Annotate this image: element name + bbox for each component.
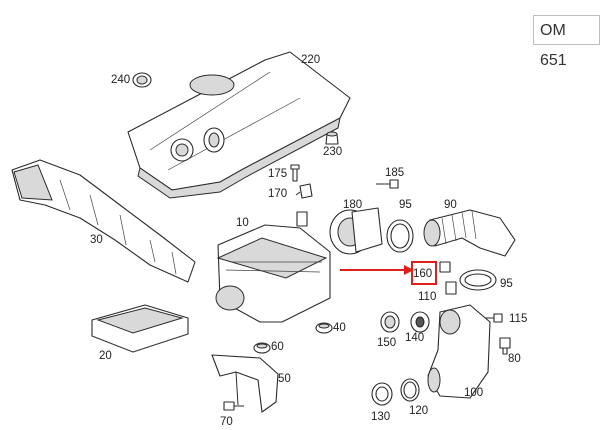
callout-40: 40 <box>333 322 346 334</box>
callout-95-lower: 95 <box>500 278 513 290</box>
callout-10: 10 <box>236 217 249 229</box>
grommet-60-part[interactable] <box>253 342 271 354</box>
bolt-70-part[interactable] <box>223 401 244 411</box>
bolt-80-part[interactable] <box>499 337 511 355</box>
screw-175-part[interactable] <box>290 164 300 182</box>
air-filter-housing-part[interactable] <box>215 211 331 323</box>
callout-100: 100 <box>464 387 483 399</box>
grommet-part[interactable] <box>325 131 339 145</box>
callout-60: 60 <box>271 341 284 353</box>
highlight-box <box>411 261 437 285</box>
screw-185-part[interactable] <box>376 179 399 189</box>
callout-130: 130 <box>371 411 390 423</box>
callout-160: 160 <box>413 268 432 280</box>
engine-cover-part[interactable] <box>127 51 351 199</box>
filter-element-part[interactable] <box>91 304 189 353</box>
callout-95-upper: 95 <box>399 199 412 211</box>
callout-30: 30 <box>90 234 103 246</box>
seal-150-part[interactable] <box>380 311 400 333</box>
callout-115: 115 <box>509 313 527 325</box>
callout-110: 110 <box>418 291 436 303</box>
emblem-part[interactable] <box>132 72 152 88</box>
pointer-arrow <box>340 265 414 275</box>
callout-240: 240 <box>111 74 130 86</box>
callout-220: 220 <box>301 54 320 66</box>
callout-80: 80 <box>508 353 521 365</box>
ring-140-part[interactable] <box>410 311 430 333</box>
hose-clamp-lower-part[interactable] <box>459 269 497 291</box>
sleeve-130-part[interactable] <box>371 382 393 406</box>
connector-160-part[interactable] <box>439 261 451 273</box>
callout-185: 185 <box>385 167 404 179</box>
callout-175: 175 <box>268 168 287 180</box>
charge-pipe-part[interactable] <box>427 304 491 399</box>
bracket-50-part[interactable] <box>211 354 279 413</box>
air-mass-sensor-part[interactable] <box>329 207 383 255</box>
callout-20: 20 <box>99 350 112 362</box>
callout-90: 90 <box>444 199 457 211</box>
grommet-40-part[interactable] <box>315 322 333 334</box>
callout-140: 140 <box>405 332 424 344</box>
callout-50: 50 <box>278 373 291 385</box>
callout-180: 180 <box>343 199 362 211</box>
callout-120: 120 <box>409 405 428 417</box>
clip-170-part[interactable] <box>295 183 313 199</box>
callout-230: 230 <box>323 146 342 158</box>
clamp-120-part[interactable] <box>400 378 420 402</box>
callout-150: 150 <box>377 337 396 349</box>
callout-170: 170 <box>268 188 287 200</box>
corrugated-hose-part[interactable] <box>423 209 516 257</box>
intake-duct-part[interactable] <box>11 159 196 283</box>
fitting-110-part[interactable] <box>445 281 457 295</box>
engine-code-label: OM 651 <box>533 15 600 69</box>
callout-70: 70 <box>220 416 233 428</box>
hose-clamp-upper-part[interactable] <box>386 219 414 253</box>
